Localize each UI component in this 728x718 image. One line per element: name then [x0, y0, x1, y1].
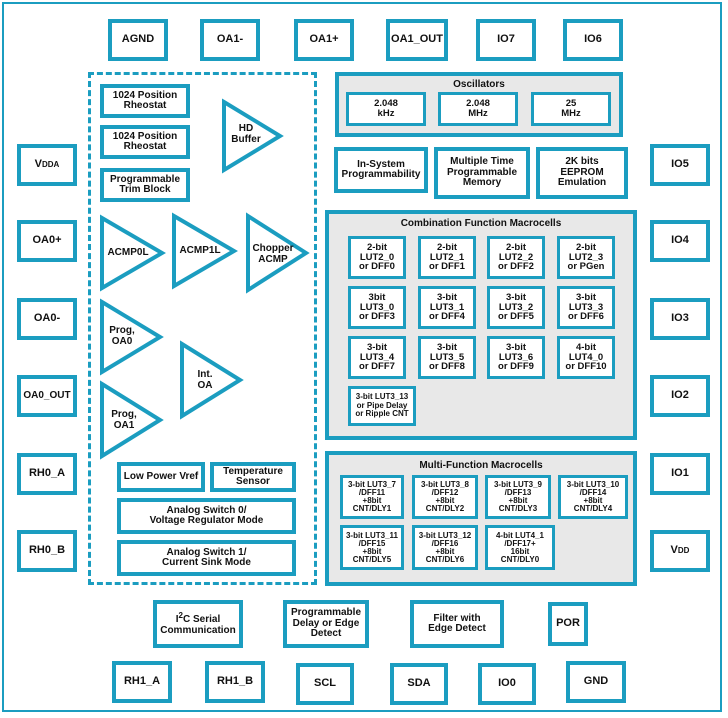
lut3-9-cell: 3-bit LUT3_9 /DFF13 +8bit CNT/DLY3: [485, 475, 551, 519]
i2c-line2: Communication: [160, 624, 236, 636]
prog-oa1-triangle: [100, 380, 164, 460]
lut3-7-cell: 3-bit LUT3_7 /DFF11 +8bit CNT/DLY1: [340, 475, 404, 519]
lut2-1-cell: 2-bit LUT2_1 or DFF1: [418, 236, 476, 279]
analog-switch-0: Analog Switch 0/ Voltage Regulator Mode: [117, 498, 296, 534]
por-block: POR: [548, 602, 588, 646]
chopper-acmp-triangle: [246, 212, 310, 294]
filter-edge-detect: Filter with Edge Detect: [410, 600, 504, 648]
chopper-acmp-label: Chopper ACMP: [252, 243, 294, 265]
acmp1l-triangle: [172, 212, 238, 290]
pin-sda: SDA: [390, 663, 448, 705]
lut3-5-cell: 3-bit LUT3_5 or DFF8: [418, 336, 476, 379]
pin-rh0-b: RH0_B: [17, 530, 77, 572]
pin-io7: IO7: [476, 19, 536, 61]
i2c-i: I: [175, 614, 179, 625]
lut2-3-cell: 2-bit LUT2_3 or PGen: [557, 236, 615, 279]
lut3-11-cell: 3-bit LUT3_11 /DFF15 +8bit CNT/DLY5: [340, 525, 404, 570]
temperature-sensor: Temperature Sensor: [210, 462, 296, 492]
pin-io1: IO1: [650, 453, 710, 495]
i2c-line1: I2C Serial: [175, 611, 221, 626]
lut3-4-cell: 3-bit LUT3_4 or DFF7: [348, 336, 406, 379]
lut2-0-cell: 2-bit LUT2_0 or DFF0: [348, 236, 406, 279]
lut3-12-cell: 3-bit LUT3_12 /DFF16 +8bit CNT/DLY6: [412, 525, 478, 570]
pin-agnd: AGND: [108, 19, 168, 61]
i2c-sup: 2: [178, 611, 183, 620]
pin-io5: IO5: [650, 144, 710, 186]
in-system-programmability: In-System Programmability: [334, 147, 428, 193]
acmp1l-label: ACMP1L: [179, 245, 221, 256]
pin-oa0-plus: OA0+: [17, 220, 77, 262]
pin-io3: IO3: [650, 298, 710, 340]
programmable-delay-edge-detect: Programmable Delay or Edge Detect: [283, 600, 369, 648]
rheostat-block-1: 1024 Position Rheostat: [100, 84, 190, 118]
eeprom-emulation: 2K bits EEPROM Emulation: [536, 147, 628, 199]
trim-block: Programmable Trim Block: [100, 168, 190, 202]
pin-oa1-minus: OA1-: [200, 19, 260, 61]
combination-macrocells-title: Combination Function Macrocells: [400, 218, 562, 229]
pin-vdd-main: V: [670, 544, 678, 557]
multifunction-macrocells-title: Multi-Function Macrocells: [419, 460, 543, 471]
lut4-1-cell: 4-bit LUT4_1 /DFF17+ 16bit CNT/DLY0: [485, 525, 555, 570]
lut2-2-cell: 2-bit LUT2_2 or DFF2: [487, 236, 545, 279]
pin-io2: IO2: [650, 375, 710, 417]
pin-io6: IO6: [563, 19, 623, 61]
rheostat-block-2: 1024 Position Rheostat: [100, 125, 190, 159]
prog-oa0-label: Prog, OA0: [109, 325, 135, 347]
osc-2048mhz: 2.048 MHz: [438, 92, 518, 126]
oscillators-title: Oscillators: [453, 79, 505, 90]
pin-oa0-out: OA0_OUT: [17, 375, 77, 417]
lut3-8-cell: 3-bit LUT3_8 /DFF12 +8bit CNT/DLY2: [412, 475, 478, 519]
lut3-0-cell: 3bit LUT3_0 or DFF3: [348, 286, 406, 329]
hd-buffer-triangle: [222, 98, 284, 174]
pin-vdda-main: V: [34, 158, 42, 171]
analog-region: [88, 72, 317, 585]
lut3-13-cell: 3-bit LUT3_13 or Pipe Delay or Ripple CN…: [348, 386, 416, 426]
int-oa-triangle: [180, 340, 244, 420]
pin-oa1-plus: OA1+: [294, 19, 354, 61]
pin-rh1-b: RH1_B: [205, 661, 265, 703]
pin-oa0-minus: OA0-: [17, 298, 77, 340]
lut4-0-cell: 4-bit LUT4_0 or DFF10: [557, 336, 615, 379]
acmp0l-label: ACMP0L: [107, 247, 149, 258]
pin-io4: IO4: [650, 220, 710, 262]
pin-rh0-a: RH0_A: [17, 453, 77, 495]
mtp-memory: Multiple Time Programmable Memory: [434, 147, 530, 199]
i2c-rest: C Serial: [182, 614, 221, 625]
i2c-serial-communication: I2C Serial Communication: [153, 600, 243, 648]
int-oa-label: Int. OA: [197, 369, 213, 391]
analog-switch-1: Analog Switch 1/ Current Sink Mode: [117, 540, 296, 576]
lut3-10-cell: 3-bit LUT3_10 /DFF14 +8bit CNT/DLY4: [558, 475, 628, 519]
lut3-3-cell: 3-bit LUT3_3 or DFF6: [557, 286, 615, 329]
lut3-2-cell: 3-bit LUT3_2 or DFF5: [487, 286, 545, 329]
osc-25mhz: 25 MHz: [531, 92, 611, 126]
lut3-1-cell: 3-bit LUT3_1 or DFF4: [418, 286, 476, 329]
pin-rh1-a: RH1_A: [112, 661, 172, 703]
osc-2048khz: 2.048 kHz: [346, 92, 426, 126]
pin-oa1-out: OA1_OUT: [386, 19, 448, 61]
prog-oa1-label: Prog, OA1: [111, 409, 137, 431]
lut3-6-cell: 3-bit LUT3_6 or DFF9: [487, 336, 545, 379]
pin-vdda-sub: DDA: [42, 159, 60, 169]
pin-scl: SCL: [296, 663, 354, 705]
pin-vdd-sub: DD: [677, 545, 690, 555]
pin-io0: IO0: [478, 663, 536, 705]
prog-oa0-triangle: [100, 298, 164, 376]
pin-gnd: GND: [566, 661, 626, 703]
hd-buffer-label: HD Buffer: [231, 123, 261, 145]
low-power-vref: Low Power Vref: [117, 462, 205, 492]
acmp0l-triangle: [100, 214, 166, 292]
